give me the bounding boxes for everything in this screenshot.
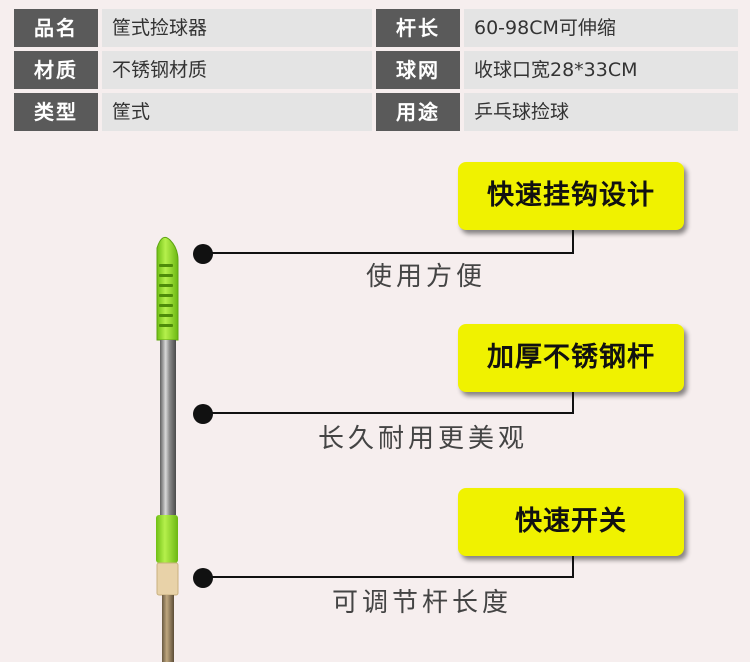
callout-line [572, 556, 574, 578]
feature-subtitle: 使用方便 [366, 262, 487, 292]
ball-picker-pole-image [156, 236, 179, 662]
spec-label: 杆长 [376, 9, 460, 47]
callout-dot [193, 244, 213, 264]
spec-value: 筐式捡球器 [102, 9, 372, 47]
spec-value: 收球口宽28*33CM [464, 51, 738, 89]
spec-value: 60-98CM可伸缩 [464, 9, 738, 47]
spec-label: 用途 [376, 93, 460, 131]
feature-title: 快速开关 [458, 488, 684, 556]
spec-label: 材质 [14, 51, 98, 89]
spec-row: 品名 筐式捡球器 杆长 60-98CM可伸缩 [14, 9, 738, 47]
spec-value: 乒乓球捡球 [464, 93, 738, 131]
lower-rod [162, 595, 174, 662]
adjust-cap [156, 562, 179, 596]
grip-ridges [159, 264, 173, 327]
callout-line [572, 392, 574, 414]
steel-rod [160, 340, 176, 515]
spec-label: 类型 [14, 93, 98, 131]
callout-dot [193, 568, 213, 588]
callout-line [204, 576, 574, 578]
spec-value: 筐式 [102, 93, 372, 131]
feature-subtitle: 长久耐用更美观 [318, 424, 529, 454]
callout-line [204, 412, 574, 414]
lock-collar [156, 515, 178, 563]
spec-row: 类型 筐式 用途 乒乓球捡球 [14, 93, 738, 131]
spec-value: 不锈钢材质 [102, 51, 372, 89]
callout-line [572, 230, 574, 254]
callout-dot [193, 404, 213, 424]
spec-label: 球网 [376, 51, 460, 89]
spec-label: 品名 [14, 9, 98, 47]
callout-line [204, 252, 574, 254]
feature-title: 快速挂钩设计 [458, 162, 684, 230]
feature-title: 加厚不锈钢杆 [458, 324, 684, 392]
spec-row: 材质 不锈钢材质 球网 收球口宽28*33CM [14, 51, 738, 89]
feature-subtitle: 可调节杆长度 [332, 588, 513, 618]
